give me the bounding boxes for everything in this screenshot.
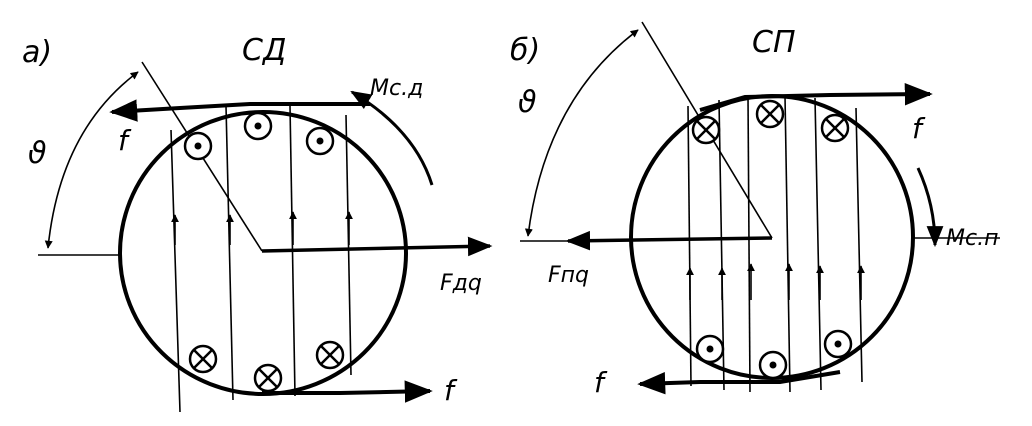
conductor-dot-icon bbox=[823, 329, 853, 359]
conductor-dot-icon bbox=[243, 111, 273, 141]
field-line bbox=[687, 105, 692, 387]
conductor-dot-icon bbox=[305, 126, 335, 156]
field-lines-right bbox=[687, 95, 863, 393]
conductor-cross-icon bbox=[188, 344, 218, 374]
rotor-circle-left bbox=[118, 110, 408, 396]
conductors-bottom-right bbox=[695, 329, 853, 380]
conductor-cross-icon bbox=[820, 113, 850, 143]
field-line bbox=[170, 129, 181, 413]
field-force-arrow-left bbox=[261, 236, 493, 257]
theta-label-left: ϑ bbox=[28, 136, 47, 171]
conductor-dot-icon bbox=[695, 334, 725, 364]
field-line bbox=[747, 95, 751, 393]
panel-left: а) СД ϑ f f Мс.д Fдq bbox=[22, 33, 493, 413]
field-force-arrow-right bbox=[565, 230, 773, 251]
force-label-bottom-left: f bbox=[444, 374, 458, 407]
panel-title-right: СП bbox=[752, 25, 796, 60]
field-force-label-left: Fдq bbox=[440, 271, 482, 296]
field-force-label-right: Fпq bbox=[548, 263, 589, 288]
field-line bbox=[814, 97, 822, 391]
panel-right: б) СП ϑ f f Мс.п Fпq bbox=[510, 21, 1000, 399]
conductor-cross-icon bbox=[253, 363, 283, 393]
field-line bbox=[225, 105, 234, 401]
conductor-cross-icon bbox=[755, 99, 785, 129]
field-line bbox=[718, 99, 725, 391]
panel-title-left: СД bbox=[242, 33, 286, 68]
conductor-cross-icon bbox=[691, 115, 721, 145]
theta-label-right: ϑ bbox=[518, 85, 537, 120]
torque-arc-right bbox=[916, 167, 944, 248]
panel-label-right: б) bbox=[510, 33, 540, 68]
field-arrows-left bbox=[171, 211, 353, 245]
force-label-bottom-right: f bbox=[594, 366, 608, 399]
conductors-bottom-left bbox=[188, 340, 345, 393]
force-label-top-right: f bbox=[912, 112, 926, 145]
force-arrow-top-right bbox=[699, 83, 933, 112]
conductor-dot-icon bbox=[758, 350, 788, 380]
force-arrow-bottom-right bbox=[637, 370, 841, 395]
panel-label-left: а) bbox=[22, 35, 52, 70]
conductor-cross-icon bbox=[315, 340, 345, 370]
conductor-dot-icon bbox=[183, 131, 213, 161]
angle-arc-right bbox=[524, 29, 639, 237]
force-arrow-bottom-left bbox=[262, 380, 433, 403]
conductors-top-left bbox=[183, 111, 335, 161]
torque-arc-left bbox=[350, 90, 434, 186]
force-arrow-top-left bbox=[109, 99, 370, 122]
torque-label-left: Мс.д bbox=[370, 76, 423, 101]
angle-arc-left bbox=[44, 71, 139, 249]
field-line bbox=[784, 95, 791, 393]
torque-label-right: Мс.п bbox=[946, 226, 998, 251]
field-arrows-right bbox=[686, 263, 865, 300]
force-label-top-left: f bbox=[118, 124, 132, 157]
conductors-top-right bbox=[691, 99, 850, 145]
field-line bbox=[855, 107, 863, 383]
